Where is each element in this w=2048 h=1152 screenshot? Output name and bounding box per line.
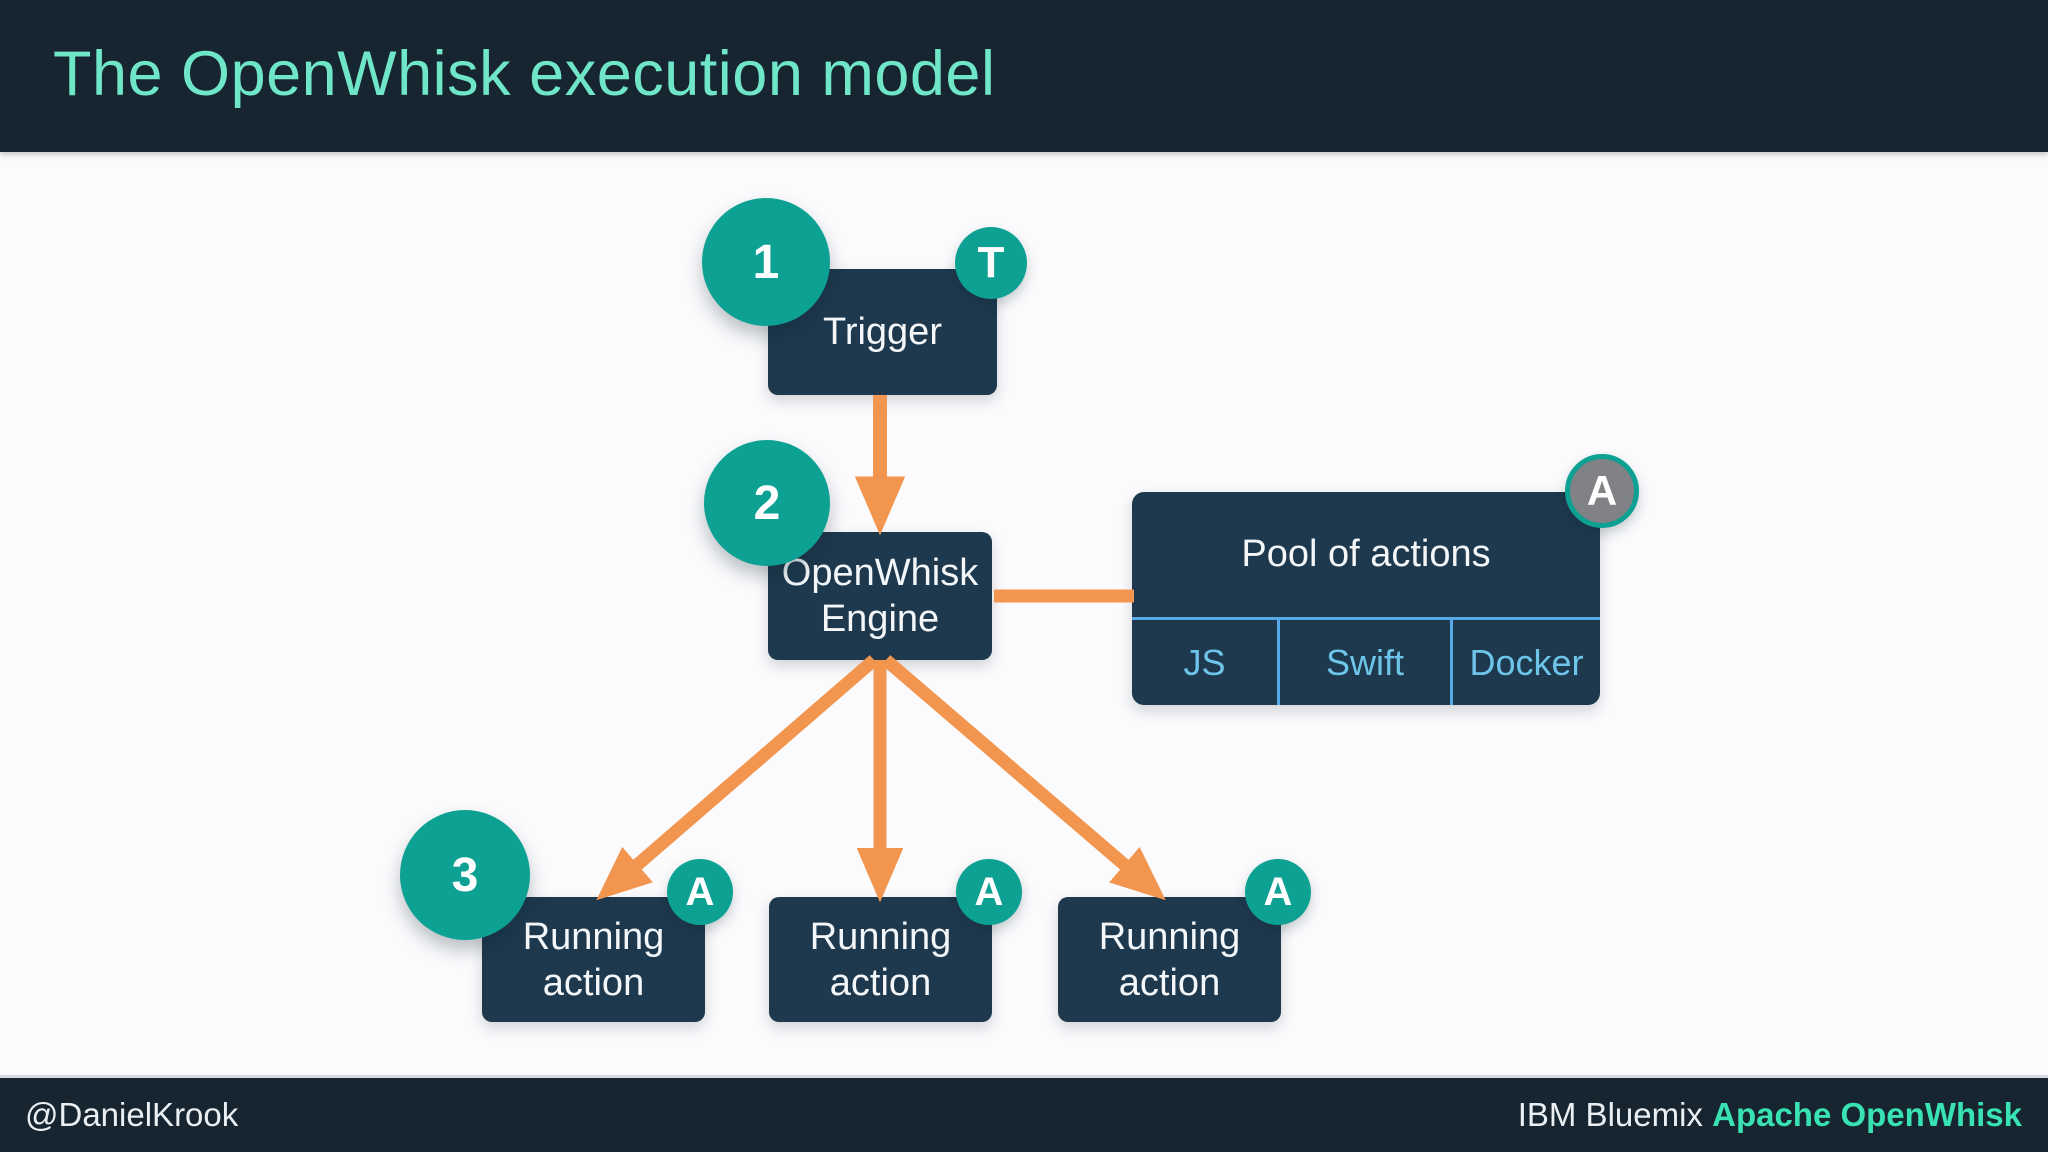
trigger-badge-letter: T [977, 238, 1005, 287]
slide-header: The OpenWhisk execution model [0, 0, 2048, 152]
action-badge-1: A [667, 859, 733, 925]
diagram-canvas: Trigger 1 T OpenWhisk Engine 2 Pool of a… [0, 152, 2048, 1075]
step-1-number: 1 [752, 235, 780, 289]
action-badge-letter-2: A [974, 869, 1004, 914]
step-badge-2: 2 [704, 440, 830, 566]
pool-language-docker: Docker [1469, 641, 1584, 683]
engine-node: OpenWhisk Engine [768, 532, 992, 660]
trigger-label: Trigger [823, 311, 942, 353]
pool-language-row: JS Swift Docker [1132, 617, 1600, 705]
pool-language-js: JS [1183, 641, 1226, 683]
footer-brand-text: IBM Bluemix [1517, 1096, 1703, 1133]
action-badge-letter-1: A [685, 869, 715, 914]
running-action-label-3: Running action [1098, 915, 1241, 1004]
running-action-node-2: Running action [769, 897, 992, 1022]
engine-label: OpenWhisk Engine [781, 552, 979, 640]
pool-title: Pool of actions [1241, 533, 1491, 575]
step-3-number: 3 [451, 848, 479, 902]
step-2-number: 2 [753, 476, 781, 530]
step-badge-3: 3 [400, 810, 530, 940]
pool-node: Pool of actions JS Swift Docker [1132, 492, 1600, 705]
running-action-label-1: Running action [522, 915, 665, 1004]
trigger-type-badge: T [955, 227, 1027, 299]
arrow-engine-to-running-3 [881, 655, 1166, 901]
arrow-engine-to-running-1 [596, 655, 879, 901]
footer-handle: @DanielKrook [25, 1096, 239, 1133]
pool-badge-letter: A [1586, 467, 1618, 514]
step-badge-1: 1 [702, 198, 830, 326]
pool-language-swift: Swift [1277, 620, 1453, 705]
action-badge-3: A [1245, 859, 1311, 925]
page-title: The OpenWhisk execution model [53, 39, 996, 109]
diagram-arrows [596, 395, 1166, 903]
running-action-node-1: Running action [482, 897, 705, 1022]
pool-action-badge: A [1565, 454, 1639, 528]
footer-brand: IBM Bluemix Apache OpenWhisk [1518, 1096, 2022, 1134]
slide-footer: @DanielKrook IBM Bluemix Apache OpenWhis… [0, 1075, 2048, 1152]
running-action-label-2: Running action [809, 915, 952, 1004]
footer-brand-accent: Apache OpenWhisk [1712, 1096, 2022, 1133]
action-badge-2: A [956, 859, 1022, 925]
action-badge-letter-3: A [1263, 869, 1293, 914]
running-action-node-3: Running action [1058, 897, 1281, 1022]
